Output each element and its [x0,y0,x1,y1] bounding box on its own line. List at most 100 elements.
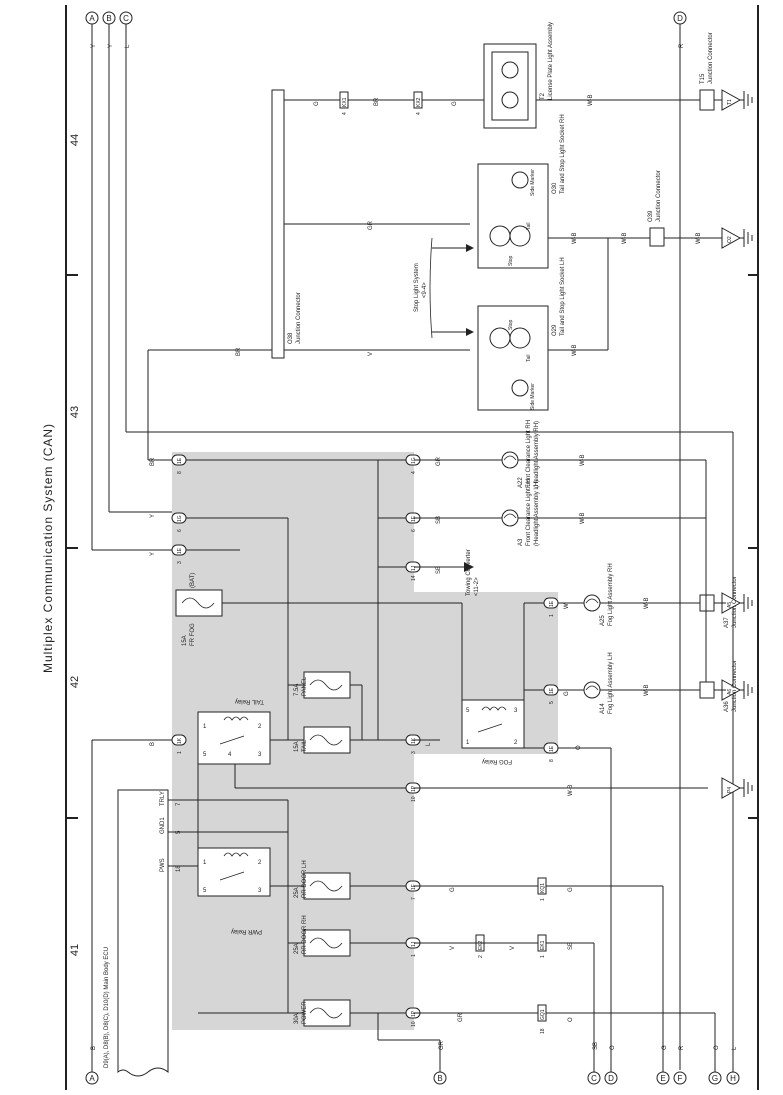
svg-text:GR: GR [368,220,374,230]
svg-text:1: 1 [203,724,207,730]
top-terminal-c: C [119,11,133,25]
svg-text:1P: 1P [411,1010,417,1017]
svg-text:G: G [314,101,320,106]
top-terminal-b: B [102,11,116,25]
svg-text:1E: 1E [177,547,183,554]
svg-text:A6: A6 [727,689,733,695]
svg-text:Side Marker: Side Marker [530,169,536,196]
svg-text:1: 1 [466,740,470,746]
svg-text:A14: A14 [600,703,606,714]
bottom-terminal-f: F [673,1071,687,1085]
svg-text:O: O [714,1045,720,1050]
svg-text:KQ1: KQ1 [540,883,546,893]
connector-pad: 1K1 [171,734,187,754]
svg-text:Junction Connector: Junction Connector [732,660,738,712]
svg-text:FR FOG: FR FOG [190,623,196,646]
svg-text:KX2: KX2 [416,97,422,107]
svg-text:A: A [89,1074,95,1083]
svg-text:<9-4>: <9-4> [422,282,428,298]
section-number: 44 [69,134,81,146]
svg-text:5: 5 [549,701,555,704]
svg-text:W: W [564,603,570,609]
svg-text:6: 6 [177,529,183,532]
inline-connector-kq1: KQ1 1 [537,877,547,901]
svg-text:GR: GR [439,1040,445,1050]
svg-text:W-B: W-B [588,94,594,106]
svg-text:BR: BR [150,457,156,466]
svg-text:3: 3 [177,561,183,564]
svg-text:1E: 1E [549,687,555,694]
svg-text:Stop: Stop [508,319,514,330]
ground-symbol: T1 [721,89,753,111]
svg-text:3: 3 [514,708,518,714]
svg-text:GQ1: GQ1 [540,1009,546,1020]
bottom-terminal-h: H [726,1071,740,1085]
bottom-terminal-a: A [85,1071,99,1085]
svg-text:G: G [450,887,456,892]
svg-text:RR DOOR LH: RR DOOR LH [302,860,308,898]
svg-text:Fog Light Assembly RH: Fog Light Assembly RH [608,563,614,626]
svg-text:4: 4 [342,112,348,115]
top-terminal-d: D [673,11,687,25]
svg-text:Tail and Stop Light Socket LH: Tail and Stop Light Socket LH [560,257,566,336]
svg-text:5: 5 [203,888,207,894]
svg-text:A37: A37 [724,617,730,628]
fuse-panel: 7.5A PANEL [294,671,351,699]
svg-text:D: D [677,14,683,23]
main-body-ecu [117,789,169,1077]
svg-text:EK2: EK2 [478,940,484,950]
fog-relay: 1 2 3 5 FOG Relay [461,699,525,764]
svg-text:B: B [106,14,111,23]
svg-text:W-B: W-B [572,232,578,244]
svg-text:Junction Connector: Junction Connector [708,32,714,84]
fog-light-rh: A25 Fog Light Assembly RH [583,563,614,626]
svg-text:5: 5 [466,708,470,714]
svg-text:SB: SB [568,942,574,950]
svg-text:15A: 15A [182,635,188,646]
junction-connector-a36: A36 Junction Connector [699,660,738,712]
svg-text:R: R [679,1045,685,1050]
svg-text:5: 5 [203,752,207,758]
fuse-fr-fog: 15A FR FOG (BAT) [175,573,223,646]
svg-text:BR: BR [374,97,380,106]
inline-connector-gq1: GQ1 18 [537,1004,547,1034]
svg-text:1J: 1J [411,565,417,571]
svg-text:3: 3 [258,752,262,758]
svg-text:GR: GR [436,456,442,466]
towing-converter: Towing Converter <11-2> SB [414,549,480,596]
svg-text:Tail: Tail [526,354,532,362]
svg-text:1E: 1E [549,600,555,607]
bottom-terminal-c: C [587,1071,601,1085]
svg-text:6: 6 [411,529,417,532]
svg-text:G: G [564,691,570,696]
svg-text:W-B: W-B [572,344,578,356]
tail-relay: 1 2 3 4 5 TAIL Relay [197,698,271,765]
svg-text:PWR Relay: PWR Relay [231,928,262,934]
svg-text:W-B: W-B [568,784,574,796]
svg-text:TRLY: TRLY [160,791,166,806]
svg-text:G: G [452,101,458,106]
svg-text:1: 1 [549,614,555,617]
svg-text:D: D [608,1074,614,1083]
svg-text:W-B: W-B [580,454,586,466]
svg-text:Fog Light Assembly LH: Fog Light Assembly LH [608,652,614,714]
svg-text:10: 10 [411,1021,417,1027]
svg-text:TAIL: TAIL [302,739,308,752]
svg-text:Front Clearance Light RH: Front Clearance Light RH [526,420,532,488]
tail-stop-light-socket-rh: O30 Tail and Stop Light Socket RH Stop T… [477,114,566,269]
section-number: 42 [69,676,81,688]
svg-text:1: 1 [540,898,546,901]
svg-text:18: 18 [176,865,182,872]
section-number: 43 [69,406,81,418]
svg-text:SB: SB [436,566,442,574]
svg-text:7.5A: 7.5A [294,684,300,696]
svg-text:O: O [568,1017,574,1022]
svg-text:V: V [510,946,516,950]
svg-text:FOG Relay: FOG Relay [482,758,512,764]
svg-text:T2: T2 [540,92,546,100]
bottom-terminal-e: E [656,1071,670,1085]
svg-text:P4: P4 [727,787,733,793]
svg-text:W-B: W-B [580,512,586,524]
svg-text:PWS: PWS [160,858,166,872]
